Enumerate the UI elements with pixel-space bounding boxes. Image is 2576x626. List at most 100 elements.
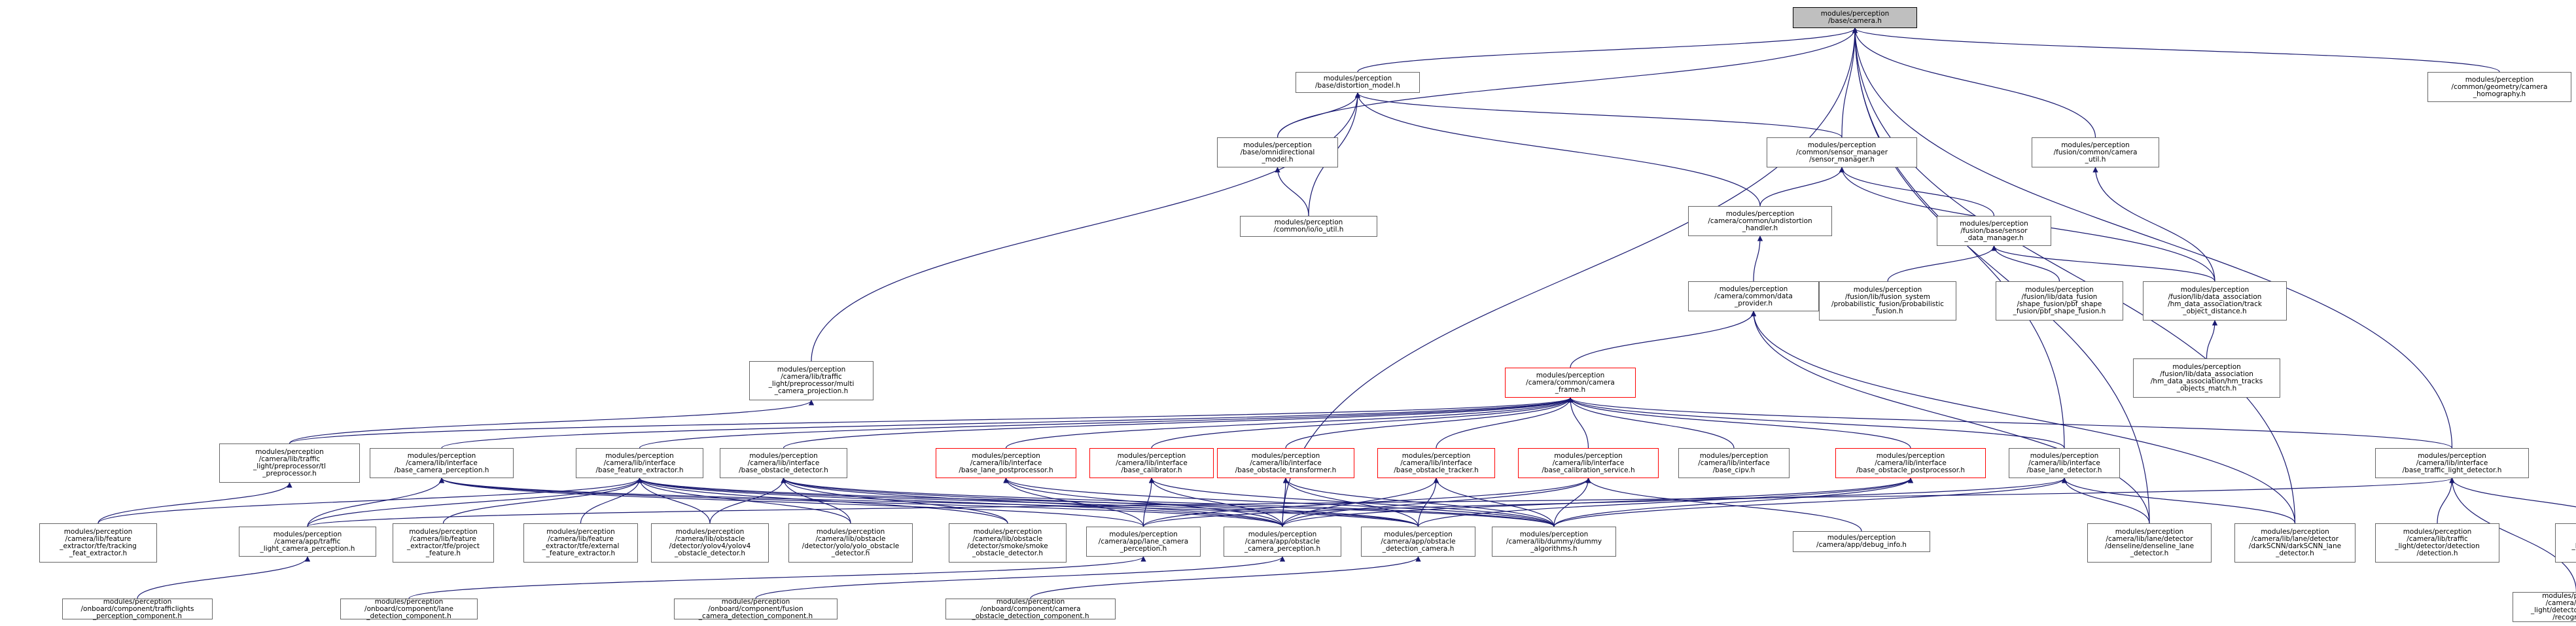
- graph-node-label-line: /fusion/lib/fusion_system: [1845, 293, 1930, 301]
- graph-node-hm-tracks[interactable]: modules/perception/fusion/lib/data_assoc…: [2133, 358, 2280, 398]
- graph-node-label-line: /camera/lib/interface: [970, 459, 1042, 467]
- graph-node-label-line: /camera/lib/dummy/dummy: [1506, 537, 1602, 546]
- graph-node-sensor-mgr[interactable]: modules/perception/common/sensor_manager…: [1767, 137, 1917, 167]
- graph-node-feat-project[interactable]: modules/perception/camera/lib/feature_ex…: [393, 523, 494, 563]
- graph-node-darkscnn[interactable]: modules/perception/camera/lib/lane/detec…: [2234, 523, 2355, 563]
- dependency-edge: [781, 478, 1008, 524]
- graph-node-label-line: modules/perception: [1323, 75, 1392, 82]
- graph-node-yolov4[interactable]: modules/perception/camera/lib/obstacle/d…: [651, 523, 769, 563]
- graph-node-geometry[interactable]: modules/perception/common/geometry/camer…: [2427, 72, 2571, 102]
- graph-node-base-obst-track[interactable]: modules/perception/camera/lib/interface/…: [1377, 448, 1495, 478]
- graph-node-base-cipv[interactable]: modules/perception/camera/lib/interface/…: [1678, 448, 1790, 478]
- dependency-edge: [1567, 397, 1911, 449]
- graph-node-label-line: /camera/lib/feature: [65, 535, 132, 543]
- graph-node-label-line: _data_manager.h: [1964, 234, 2024, 242]
- graph-node-tl-recognition[interactable]: modules/perception/camera/lib/traffic_li…: [2513, 592, 2576, 622]
- dependency-edge: [289, 400, 815, 444]
- graph-node-base-obst-post[interactable]: modules/perception/camera/lib/interface/…: [1835, 448, 1986, 478]
- graph-node-base-calib-svc[interactable]: modules/perception/camera/lib/interface/…: [1518, 448, 1659, 478]
- dependency-edge: [439, 478, 1283, 527]
- dependency-edge: [1991, 245, 2060, 282]
- graph-node-data-provider[interactable]: modules/perception/camera/common/data_pr…: [1688, 281, 1819, 311]
- graph-node-label-line: /hm_data_association/track: [2168, 300, 2262, 308]
- graph-node-dummy[interactable]: modules/perception/camera/lib/dummy/dumm…: [1492, 527, 1616, 557]
- graph-node-label-line: modules/perception: [1402, 451, 1471, 460]
- graph-node-tl-detection[interactable]: modules/perception/camera/lib/traffic_li…: [2375, 523, 2499, 563]
- graph-node-distortion[interactable]: modules/perception/base/distortion_model…: [1296, 72, 1420, 93]
- dependency-edge: [307, 478, 643, 527]
- graph-node-track-obj[interactable]: modules/perception/fusion/lib/data_assoc…: [2143, 281, 2287, 321]
- graph-node-label-line: modules/perception: [1827, 534, 1896, 542]
- graph-node-label-line: /camera/lib/interface: [1250, 459, 1322, 467]
- graph-node-label-line: /camera/lib/traffic: [2407, 535, 2468, 543]
- graph-node-label-line: _light/detector/detection: [2395, 542, 2480, 550]
- graph-node-tl-pre[interactable]: modules/perception/camera/lib/traffic_li…: [219, 443, 360, 483]
- graph-node-feat-external[interactable]: modules/perception/camera/lib/feature_ex…: [523, 523, 638, 563]
- dependency-edge: [2437, 478, 2455, 524]
- graph-node-onb-tl[interactable]: modules/perception/onboard/component/tra…: [62, 598, 213, 619]
- graph-node-omni[interactable]: modules/perception/base/omnidirectional_…: [1217, 137, 1338, 167]
- graph-node-label-line: /onboard/component/trafficlights: [80, 604, 194, 613]
- dependency-edge: [441, 397, 1573, 449]
- graph-node-label-line: /base_camera_perception.h: [394, 466, 489, 474]
- dependency-edge: [1567, 397, 2065, 449]
- graph-node-label-line: _camera_projection.h: [774, 387, 849, 395]
- graph-node-onb-lane[interactable]: modules/perception/onboard/component/lan…: [340, 598, 478, 619]
- graph-node-base-feat[interactable]: modules/perception/camera/lib/interface/…: [576, 448, 703, 478]
- dependency-edge: [1282, 27, 1858, 527]
- graph-node-label-line: modules/perception: [2403, 528, 2472, 536]
- graph-node-base-calibrator[interactable]: modules/perception/camera/lib/interface/…: [1089, 448, 1214, 478]
- graph-node-label-line: /camera/lib/interface: [1400, 459, 1472, 467]
- graph-node-label-line: /common/io/io_util.h: [1273, 226, 1344, 234]
- graph-node-sensor-data[interactable]: modules/perception/fusion/base/sensor_da…: [1937, 216, 2051, 246]
- graph-node-base-obst-trans[interactable]: modules/perception/camera/lib/interface/…: [1217, 448, 1354, 478]
- dependency-edge: [1991, 245, 2215, 282]
- graph-node-label-line: _extractor/tfe/project: [406, 542, 480, 550]
- graph-node-onb-fusion[interactable]: modules/perception/onboard/component/fus…: [674, 598, 838, 619]
- graph-node-yolo[interactable]: modules/perception/camera/lib/obstacle/d…: [788, 523, 913, 563]
- graph-node-label-line: /hm_data_association/hm_tracks: [2150, 377, 2263, 385]
- graph-node-fusion-system[interactable]: modules/perception/fusion/lib/fusion_sys…: [1819, 281, 1956, 321]
- graph-node-base-cam-perc[interactable]: modules/perception/camera/lib/interface/…: [370, 448, 514, 478]
- dependency-edge: [1003, 478, 1283, 527]
- dependency-edge: [442, 478, 643, 524]
- graph-node-app-obst-cam[interactable]: modules/perception/camera/app/obstacle_c…: [1224, 527, 1341, 557]
- graph-node-feat-tracking[interactable]: modules/perception/camera/lib/feature_ex…: [39, 523, 157, 563]
- graph-node-label-line: /detector/smoke/smoke: [967, 542, 1048, 550]
- graph-node-undistort[interactable]: modules/perception/camera/common/undisto…: [1688, 206, 1832, 236]
- graph-node-label-line: modules/perception: [273, 530, 342, 538]
- graph-node-label-line: modules/perception: [2025, 286, 2094, 294]
- graph-node-label-line: _obstacle_detection_component.h: [972, 612, 1089, 620]
- dependency-edge: [289, 397, 1573, 444]
- graph-node-label-line: modules/perception: [1820, 10, 1890, 18]
- graph-node-fusion-cam[interactable]: modules/perception/fusion/common/camera_…: [2032, 137, 2159, 167]
- graph-node-smoke[interactable]: modules/perception/camera/lib/obstacle/d…: [949, 523, 1067, 563]
- dependency-edge: [1585, 478, 1862, 532]
- graph-node-label-line: _camera_perception.h: [1244, 544, 1321, 553]
- dependency-edge: [1852, 27, 2296, 524]
- graph-node-app-tl-cam[interactable]: modules/perception/camera/app/traffic_li…: [239, 527, 376, 557]
- graph-node-label-line: _feat_extractor.h: [69, 549, 128, 557]
- graph-node-debug-info[interactable]: modules/perception/camera/app/debug_info…: [1793, 531, 1930, 552]
- graph-node-pbf-shape[interactable]: modules/perception/fusion/lib/data_fusio…: [1996, 281, 2123, 321]
- dependency-edge: [1839, 167, 1995, 217]
- graph-node-base-tl-det[interactable]: modules/perception/camera/lib/interface/…: [2375, 448, 2529, 478]
- graph-node-denseline[interactable]: modules/perception/camera/lib/lane/detec…: [2087, 523, 2212, 563]
- graph-node-tl-multi[interactable]: modules/perception/camera/lib/traffic_li…: [749, 361, 873, 400]
- graph-node-label-line: _detector.h: [2276, 549, 2314, 557]
- graph-node-base-lane-post[interactable]: modules/perception/camera/lib/interface/…: [936, 448, 1076, 478]
- graph-node-base-obst[interactable]: modules/perception/camera/lib/interface/…: [720, 448, 847, 478]
- graph-node-label-line: _extractor/tfe/tracking: [60, 542, 137, 550]
- graph-node-label-line: /base/omnidirectional: [1240, 148, 1315, 156]
- graph-node-base-lane-det[interactable]: modules/perception/camera/lib/interface/…: [2009, 448, 2120, 478]
- graph-node-onb-camobs[interactable]: modules/perception/onboard/component/cam…: [945, 598, 1116, 620]
- graph-node-label-line: modules/perception: [1274, 218, 1343, 226]
- graph-node-app-obst-det[interactable]: modules/perception/camera/app/obstacle_d…: [1361, 527, 1475, 557]
- graph-node-camera-frame[interactable]: modules/perception/camera/common/camera_…: [1505, 368, 1636, 398]
- graph-node-app-lane-cam[interactable]: modules/perception/camera/app/lane_camer…: [1086, 527, 1201, 557]
- graph-node-label-line: modules/perception: [1519, 530, 1589, 538]
- graph-node-io-util[interactable]: modules/perception/common/io/io_util.h: [1240, 216, 1377, 237]
- graph-node-label-line: _detection_camera.h: [1382, 544, 1455, 553]
- dependency-edge: [1750, 311, 2150, 524]
- graph-node-tl-classify[interactable]: modules/perception/camera/lib/traffic_li…: [2555, 523, 2576, 563]
